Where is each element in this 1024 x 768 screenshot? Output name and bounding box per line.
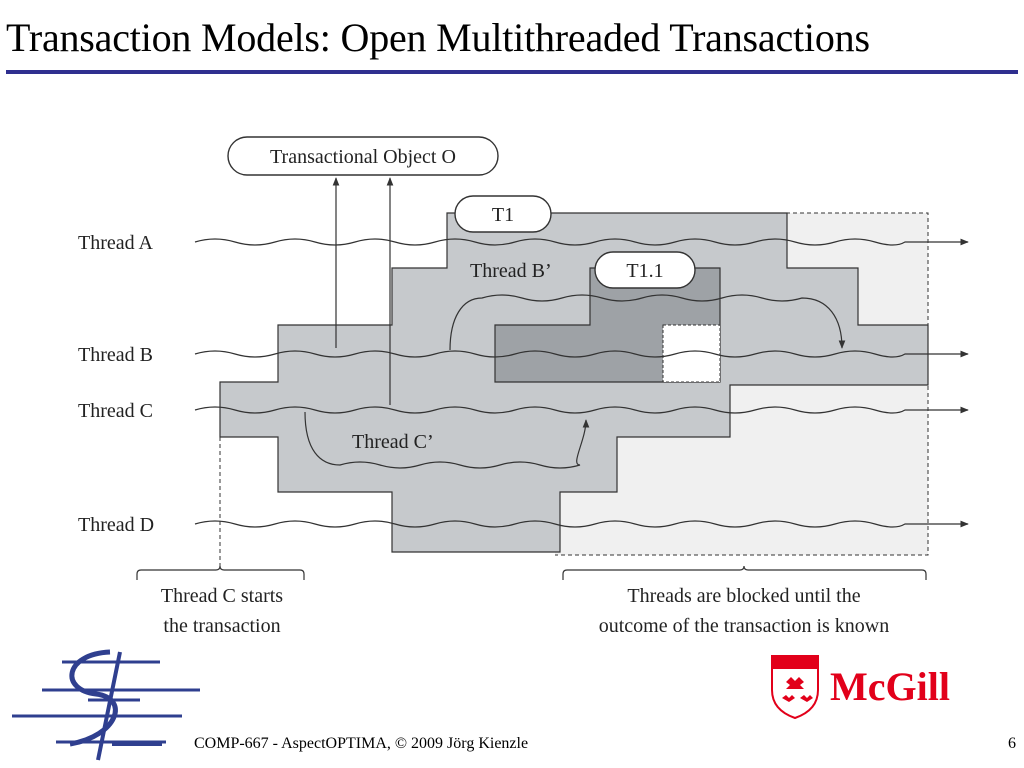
thread-b-prime-line [449,294,846,351]
thread-a-line [194,238,969,246]
t1-1-label-box [594,251,696,289]
note-left-line-1: Thread C starts [161,585,283,607]
right-brace [562,565,927,580]
thread-a-label: Thread A [78,232,154,254]
mcgill-wordmark: McGill [830,664,950,709]
sel-logo-icon [12,649,200,761]
note-right-line-1: Threads are blocked until the [627,585,860,607]
thread-c-label: Thread C [78,400,153,422]
t1-label: T1 [492,204,514,226]
thread-c-prime-line [304,411,590,469]
thread-d-label: Thread D [78,514,154,536]
note-right-line-2: outcome of the transaction is known [599,615,890,637]
t1-label-box [454,195,552,233]
waiting-slot [662,324,721,383]
thread-b-prime-label: Thread B’ [470,260,552,282]
page-number: 6 [1008,735,1016,752]
thread-b-line [194,350,969,358]
transactional-object-box [227,136,499,176]
thread-c-line [194,406,969,414]
t1-1-label: T1.1 [626,260,663,282]
note-left-line-2: the transaction [163,615,280,637]
thread-b-label: Thread B [78,344,153,366]
slide-title: Transaction Models: Open Multithreaded T… [6,15,870,60]
footer-text: COMP-667 - AspectOPTIMA, © 2009 Jörg Kie… [194,735,529,752]
mcgill-shield-icon [771,655,819,720]
left-brace [136,565,305,580]
thread-d-line [194,520,969,528]
title-underline [6,70,1018,74]
thread-c-prime-label: Thread C’ [352,431,434,453]
transactional-object-label: Transactional Object O [270,146,456,168]
